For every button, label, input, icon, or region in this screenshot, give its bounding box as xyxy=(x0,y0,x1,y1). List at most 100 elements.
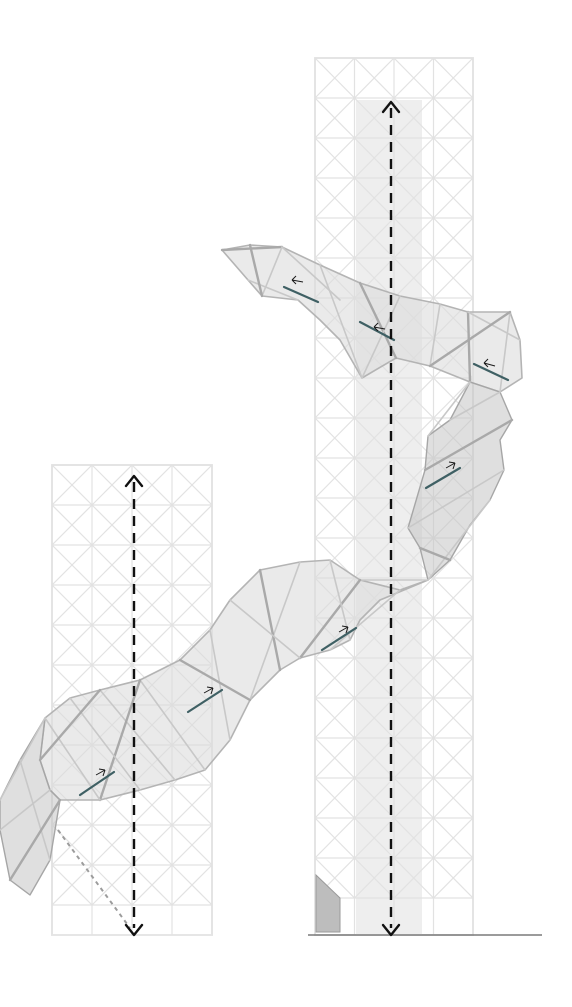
tube-brace xyxy=(258,568,282,672)
tube-brace xyxy=(99,689,176,781)
scaffold-brace xyxy=(393,417,434,459)
tube-brace xyxy=(248,243,264,298)
scaffold-brace xyxy=(91,824,133,866)
tube-brace xyxy=(0,717,46,801)
scaffold-brace xyxy=(51,504,93,546)
tube-brace xyxy=(19,759,51,861)
tube-brace xyxy=(428,310,512,368)
scaffold-brace xyxy=(171,824,213,866)
tower-base-detail xyxy=(315,873,341,933)
tube-brace xyxy=(247,279,299,301)
scaffold-brace xyxy=(354,657,395,699)
scaffold-brace xyxy=(393,777,434,819)
scaffold-brace xyxy=(433,697,474,739)
tube-brace xyxy=(449,391,501,421)
scaffold-brace xyxy=(354,57,395,99)
scaffold-brace xyxy=(433,777,474,819)
person-6 xyxy=(186,686,224,714)
tube-brace xyxy=(467,311,521,341)
scaffold-brace xyxy=(51,624,93,666)
scaffold-brace xyxy=(354,697,395,739)
dimension-arrow-short-tower xyxy=(124,474,144,937)
scaffold-brace xyxy=(131,504,173,546)
scaffold-brace xyxy=(393,577,434,619)
scaffold-brace xyxy=(314,377,355,419)
scaffold-brace xyxy=(433,257,474,299)
tube-brace xyxy=(319,264,363,379)
scaffold-brace xyxy=(433,657,474,699)
direction-arrow-icon xyxy=(203,686,214,695)
tube-support-strut xyxy=(57,829,131,929)
scaffold-brace xyxy=(91,864,133,906)
scaffold-brace xyxy=(131,544,173,586)
scaffold-brace xyxy=(314,777,355,819)
person-1 xyxy=(282,275,320,304)
tube-brace xyxy=(427,499,491,581)
scaffold-brace xyxy=(433,137,474,179)
scaffold-brace xyxy=(51,824,93,866)
scaffold-brace xyxy=(91,464,133,506)
scaffold-brace xyxy=(393,177,434,219)
scaffold-brace xyxy=(314,417,355,459)
tube-brace xyxy=(499,311,511,393)
scaffold-brace xyxy=(314,217,355,259)
scaffold-brace xyxy=(354,377,395,419)
tube-brace xyxy=(44,717,101,801)
tube-brace xyxy=(0,789,51,831)
scaffold-brace xyxy=(131,824,173,866)
arrow-up-icon xyxy=(124,474,144,488)
scaffold-brace xyxy=(354,737,395,779)
scaffold-brace xyxy=(433,97,474,139)
scaffold-brace xyxy=(393,257,434,299)
scaffold-brace xyxy=(393,697,434,739)
scaffold-brace xyxy=(91,544,133,586)
scaffold-brace xyxy=(314,457,355,499)
direction-arrow-icon xyxy=(483,358,496,368)
scaffold-brace xyxy=(354,417,395,459)
scaffold-brace xyxy=(354,457,395,499)
scaffold-brace xyxy=(393,737,434,779)
scaffold-brace xyxy=(433,537,474,579)
tube-brace xyxy=(298,578,362,660)
tube-brace xyxy=(249,561,301,701)
person-2 xyxy=(358,320,396,342)
tube-brace xyxy=(407,469,505,529)
scaffold-brace xyxy=(91,584,133,626)
scaffold-brace xyxy=(314,657,355,699)
tube-brace xyxy=(429,303,441,367)
scaffold-brace xyxy=(131,624,173,666)
tube-brace xyxy=(418,546,452,562)
tube-brace xyxy=(69,697,141,791)
scaffold-brace xyxy=(393,817,434,859)
scaffold-brace xyxy=(354,617,395,659)
dimension-arrow-tall-tower xyxy=(381,100,401,937)
tube-brace xyxy=(209,629,231,741)
scaffold-brace xyxy=(433,737,474,779)
scaffold-brace xyxy=(393,857,434,899)
tall-scaffold-tower xyxy=(314,57,474,936)
scaffold-brace xyxy=(171,544,213,586)
scaffold-brace xyxy=(393,97,434,139)
scaffold-brace xyxy=(314,697,355,739)
tube-brace xyxy=(8,798,62,882)
direction-arrow-icon xyxy=(291,275,304,285)
scaffold-brace xyxy=(171,504,213,546)
direction-arrow-icon xyxy=(373,322,386,332)
scaffold-brace xyxy=(51,544,93,586)
scaffold-brace xyxy=(354,857,395,899)
tube-brace xyxy=(38,688,102,762)
direction-arrow-icon xyxy=(338,625,349,634)
scaffold-brace xyxy=(314,137,355,179)
scaffold-brace xyxy=(354,497,395,539)
scaffold-brace xyxy=(354,137,395,179)
scaffold-brace xyxy=(171,464,213,506)
scaffold-brace xyxy=(314,817,355,859)
scaffold-brace xyxy=(51,584,93,626)
triangulated-tube-walkway xyxy=(0,243,523,929)
scaffold-brace xyxy=(393,657,434,699)
tube-brace xyxy=(139,679,206,771)
tube-brace xyxy=(427,381,471,437)
person-7 xyxy=(78,768,116,797)
scaffold-brace xyxy=(91,624,133,666)
